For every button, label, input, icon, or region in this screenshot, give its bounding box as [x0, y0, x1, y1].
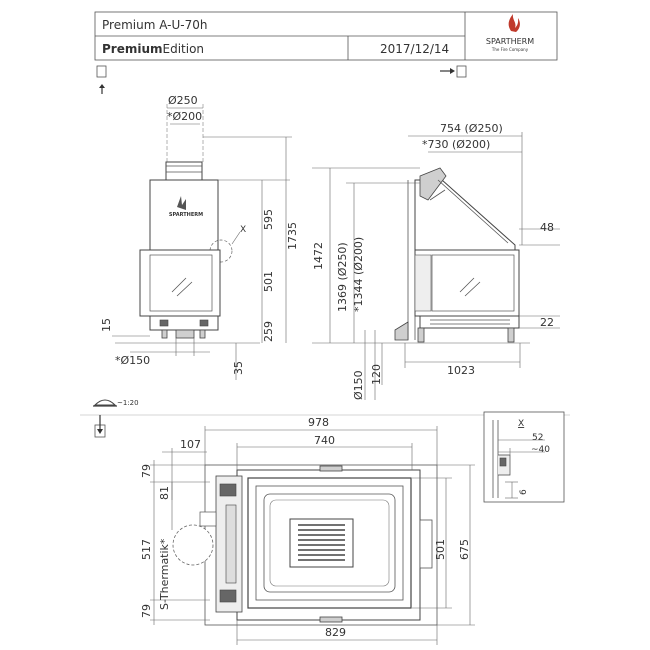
- dim-15: 15: [100, 318, 113, 332]
- dim-501: 501: [262, 271, 275, 292]
- detail-x-title: X: [518, 419, 524, 429]
- dim-1023: 1023: [447, 364, 475, 377]
- dim-flue-200: *Ø200: [167, 110, 202, 123]
- flue-collar: [165, 161, 203, 181]
- logo-text: SPARTHERM: [486, 37, 534, 46]
- edition-bold: Premium: [102, 42, 163, 56]
- spartherm-logo: SPARTHERM The Fire Company: [486, 14, 534, 52]
- dim-829: 829: [325, 626, 346, 639]
- drawing-date: 2017/12/14: [380, 42, 449, 56]
- title-block: Premium A-U-70h PremiumEdition 2017/12/1…: [94, 11, 558, 61]
- dim-6: 6: [519, 489, 529, 495]
- scale-icon: [93, 399, 117, 406]
- scale-indicator: ~1:20: [93, 399, 139, 407]
- front-view: SPARTHERM X Ø250 *Ø200 595 501 259: [100, 94, 299, 380]
- dim-259: 259: [262, 321, 275, 342]
- grate-icon: [289, 518, 354, 568]
- dim-1472: 1472: [312, 242, 325, 270]
- s-thermatik-label: S-Thermatik*: [158, 538, 171, 610]
- side-inlet-stub: [394, 321, 409, 341]
- dim-left-79a: 79: [140, 464, 153, 478]
- flame-logo-icon: [177, 196, 186, 210]
- edition-rest: Edition: [163, 42, 205, 56]
- dim-120: 120: [370, 364, 383, 385]
- plan-view-symbol: [94, 415, 106, 438]
- hood-brand-label: SPARTHERM: [169, 212, 203, 218]
- side-view: 754 (Ø250) *730 (Ø200) 1472 1369 (Ø250) …: [312, 122, 560, 400]
- upper-hood: [149, 179, 219, 251]
- scale-label: ~1:20: [117, 399, 139, 407]
- logo-tagline: The Fire Company: [491, 47, 529, 52]
- model-title: Premium A-U-70h: [102, 18, 207, 32]
- dim-1735: 1735: [286, 222, 299, 250]
- plan-view: 978 740 107 79 517 79 81 S-Thermatik* 50…: [140, 416, 475, 645]
- side-view-symbol: [440, 65, 467, 78]
- edition-label: PremiumEdition: [102, 42, 204, 56]
- dim-501-plan: 501: [434, 539, 447, 560]
- dim-517: 517: [140, 539, 153, 560]
- dim-978: 978: [308, 416, 329, 429]
- s-thermatik-circle: [172, 524, 214, 566]
- dim-22: 22: [540, 316, 554, 329]
- dim-1369: 1369 (Ø250): [336, 242, 349, 312]
- dim-left-79b: 79: [140, 604, 153, 618]
- dim-52: 52: [532, 433, 543, 443]
- dim-740: 740: [314, 434, 335, 447]
- dim-side-150: Ø150: [352, 370, 365, 400]
- detail-x-view: X 52 ~40 6: [483, 411, 565, 503]
- dim-40: ~40: [531, 445, 550, 455]
- side-flue-collar: [419, 167, 447, 201]
- dim-48: 48: [540, 221, 554, 234]
- dim-107: 107: [180, 438, 201, 451]
- front-view-symbol: [96, 65, 107, 94]
- dim-595: 595: [262, 209, 275, 230]
- dim-675: 675: [458, 539, 471, 560]
- dim-flue-250: Ø250: [168, 94, 198, 107]
- dim-730: *730 (Ø200): [422, 138, 490, 151]
- inlet-stub: [175, 329, 195, 339]
- detail-x-label: X: [240, 225, 246, 235]
- dim-1344: *1344 (Ø200): [352, 237, 365, 312]
- dim-35: 35: [232, 361, 245, 375]
- detail-x-circle: [209, 239, 233, 263]
- dim-754: 754 (Ø250): [440, 122, 503, 135]
- dim-81: 81: [158, 486, 171, 500]
- dim-inlet-150: *Ø150: [115, 354, 150, 367]
